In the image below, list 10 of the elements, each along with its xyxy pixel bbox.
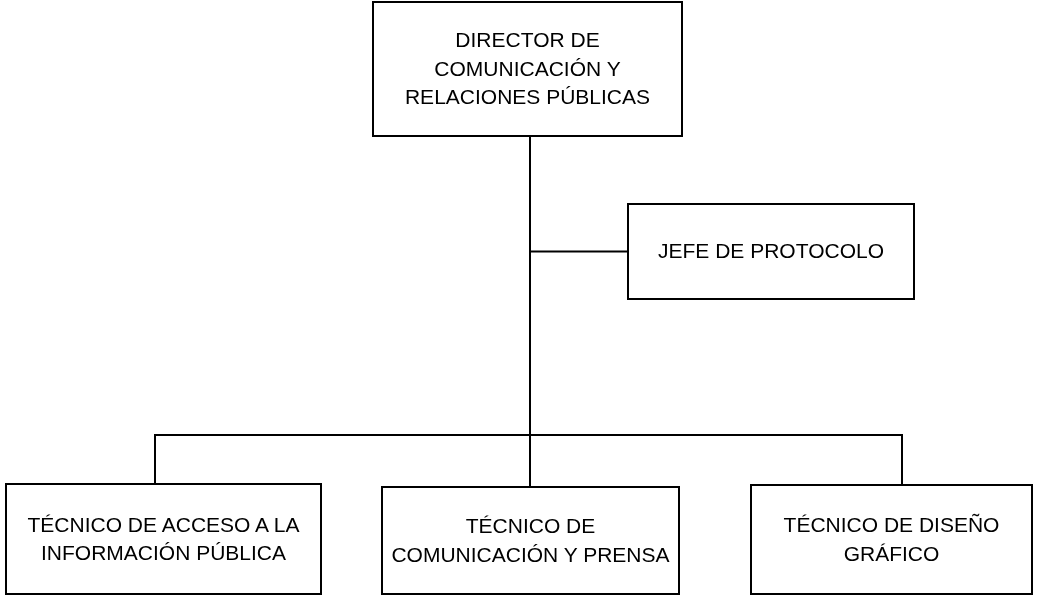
role-title: TÉCNICO DE ACCESO A LA INFORMACIÓN PÚBLICA: [26, 511, 301, 566]
org-box: [381, 486, 680, 595]
org-box: [372, 1, 683, 137]
role-title: TÉCNICO DE COMUNICACIÓN Y PRENSA: [390, 513, 671, 568]
role-title: DIRECTOR DE COMUNICACIÓN Y RELACIONES PÚBLICAS: [403, 27, 652, 111]
role-title: TÉCNICO DE DISEÑO GRÁFICO: [782, 512, 1001, 567]
org-box: [627, 203, 915, 300]
org-box: [5, 483, 322, 595]
org-box: [750, 484, 1033, 595]
role-title: JEFE DE PROTOCOLO: [658, 238, 884, 265]
